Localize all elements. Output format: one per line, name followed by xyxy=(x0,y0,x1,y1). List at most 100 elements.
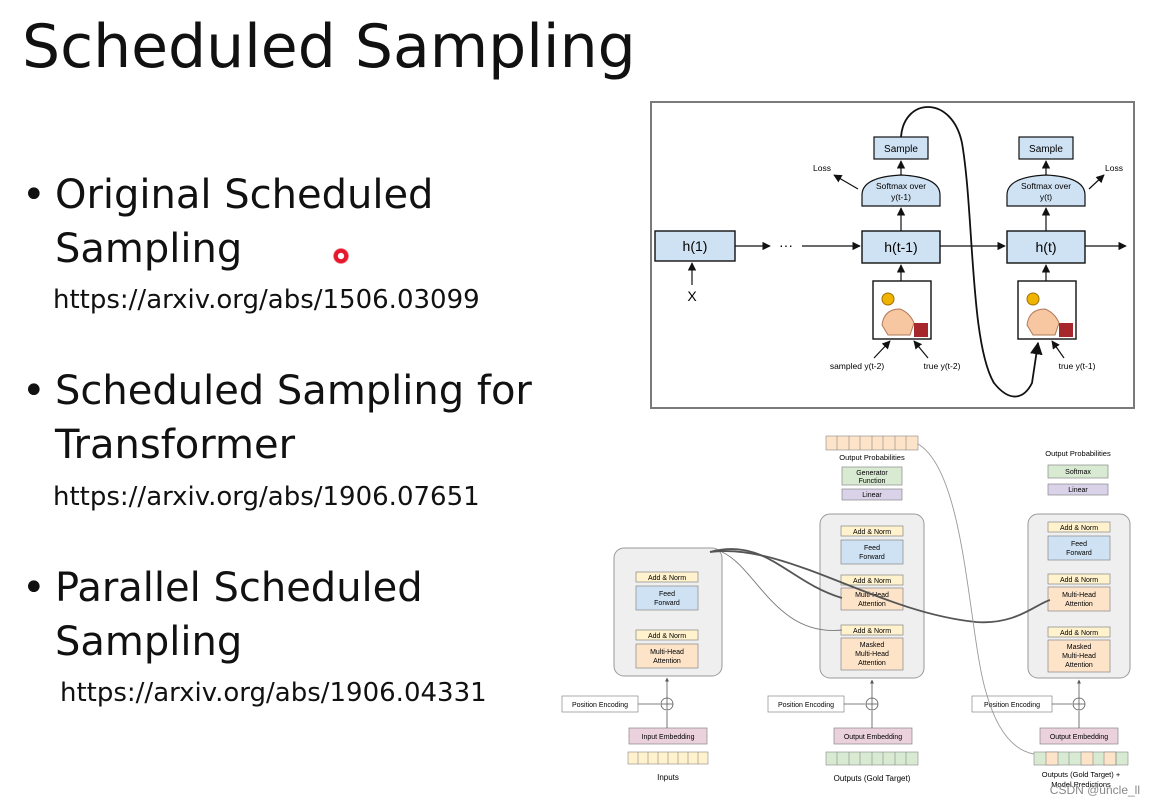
dec1-add-norm-2 xyxy=(840,574,904,586)
coin-icon-right xyxy=(1026,292,1040,306)
softmax-left-line2: y(t-1) xyxy=(891,192,911,202)
dec2-multi-head-attention xyxy=(1047,586,1111,612)
dec2-masked-mha xyxy=(1047,639,1111,673)
x-input-label: X xyxy=(687,288,697,304)
transformer-diagram-svg: Add & Norm Feed Forward Add & Norm Multi… xyxy=(561,435,1131,789)
dec2-softmax xyxy=(1047,464,1109,479)
true-y-t-2-label: true y(t-2) xyxy=(924,361,961,371)
softmax-dome-left xyxy=(861,174,941,207)
dec2-add-norm-1-label: Add & Norm xyxy=(1060,525,1098,532)
dec1-add-norm-3-label: Add & Norm xyxy=(853,628,891,635)
softmax-dome-right xyxy=(1006,174,1086,207)
enc-input-emb-label: Input Embedding xyxy=(642,734,695,741)
transformer-scheduled-sampling-figure: Add & Norm Feed Forward Add & Norm Multi… xyxy=(556,432,1146,792)
enc-add-norm-top-label: Add & Norm xyxy=(648,575,686,582)
h1-label: h(1) xyxy=(683,238,708,254)
dec1-pos-enc-label: Position Encoding xyxy=(778,702,834,709)
dec1-generator-function xyxy=(841,466,903,486)
bullet-original-scheduled-sampling: • Original Scheduled Sampling xyxy=(22,168,433,276)
rnn-diagram-svg: Sample Sample Softmax over y(t-1) Softma… xyxy=(654,106,1127,398)
dec1-output-token-strip xyxy=(825,435,919,451)
loss-label-left: Loss xyxy=(813,163,831,173)
arrow-true-right xyxy=(1051,340,1065,359)
arrow-sampled-left xyxy=(873,340,891,359)
enc-inputs-label: Inputs xyxy=(657,773,679,782)
dec2-add-norm-1 xyxy=(1047,521,1111,533)
enc-feed-label-2: Forward xyxy=(654,600,680,607)
bullet-parallel-scheduled-sampling: • Parallel Scheduled Sampling xyxy=(22,561,423,669)
dec1-gold-target-strip xyxy=(825,751,919,766)
sample-label-left: Sample xyxy=(884,144,918,155)
rnn-scheduled-sampling-figure: Sample Sample Softmax over y(t-1) Softma… xyxy=(650,101,1135,409)
dec1-multi-head-attention xyxy=(840,587,904,611)
hidden-state-ht xyxy=(1006,230,1086,264)
sleeve-icon-right xyxy=(1059,323,1073,337)
dec2-mha-label-2: Attention xyxy=(1065,601,1093,608)
dec2-add-norm-3-label: Add & Norm xyxy=(1060,630,1098,637)
bullet-marker: • xyxy=(22,565,46,611)
enc-input-token-strip xyxy=(627,751,709,765)
dec2-feed-label-1: Feed xyxy=(1071,541,1087,548)
softmax-left-line1: Softmax over xyxy=(876,181,926,191)
enc-mha-label-2: Attention xyxy=(653,658,681,665)
dec2-pos-enc-label: Position Encoding xyxy=(984,702,1040,709)
hidden-state-h1 xyxy=(654,230,736,262)
arrow-true-left xyxy=(913,340,929,359)
enc-add-norm-top xyxy=(635,571,699,583)
enc-to-dec1-attention-curve xyxy=(709,548,843,599)
enc-input-embedding xyxy=(628,727,708,745)
sample-feedback-curve xyxy=(900,106,1043,398)
bullet-marker: • xyxy=(22,172,46,218)
dec2-masked-label-1: Masked xyxy=(1067,644,1092,651)
dec1-masked-mha xyxy=(840,637,904,671)
dec1-mha-label-1: Multi-Head xyxy=(855,592,889,599)
dec1-outputs-label: Outputs (Gold Target) xyxy=(834,774,911,783)
bullet-marker: • xyxy=(22,368,46,414)
bullet-line: Sampling xyxy=(55,226,243,272)
softmax-right-line1: Softmax over xyxy=(1021,181,1071,191)
dec1-masked-label-2: Multi-Head xyxy=(855,651,889,658)
hand-icon-left xyxy=(881,308,915,336)
enc-to-dec1-thin-curve xyxy=(721,551,843,631)
dec2-masked-label-2: Multi-Head xyxy=(1062,653,1096,660)
bullet-line: Sampling xyxy=(55,619,243,665)
paper-link-1506-03099[interactable]: https://arxiv.org/abs/1506.03099 xyxy=(53,285,480,315)
paper-link-1906-04331[interactable]: https://arxiv.org/abs/1906.04331 xyxy=(60,678,487,708)
dec1-feed-forward xyxy=(840,539,904,565)
csdn-watermark: CSDN @uncle_ll xyxy=(1049,783,1140,797)
sleeve-icon-left xyxy=(914,323,928,337)
enc-feed-forward xyxy=(635,585,699,611)
bullet-line: Original Scheduled xyxy=(55,172,434,218)
dec2-output-probs-label: Output Probabilities xyxy=(1045,449,1111,458)
sampled-y-t-2-label: sampled y(t-2) xyxy=(830,361,884,371)
enc-mha-label-1: Multi-Head xyxy=(650,649,684,656)
paper-link-1906-07651[interactable]: https://arxiv.org/abs/1906.07651 xyxy=(53,482,480,512)
dec1-output-embedding xyxy=(833,727,913,745)
enc-feed-label-1: Feed xyxy=(659,591,675,598)
dec1-mha-label-2: Attention xyxy=(858,601,886,608)
softmax-right-line2: y(t) xyxy=(1040,192,1052,202)
loss-arrow-left xyxy=(833,174,859,190)
dec2-linear-label: Linear xyxy=(1068,487,1088,494)
loss-arrow-right xyxy=(1088,174,1105,190)
dec1-output-emb-label: Output Embedding xyxy=(844,734,902,741)
dec2-add-norm-3 xyxy=(1047,626,1111,638)
dec1-output-probs-label: Output Probabilities xyxy=(839,453,905,462)
dec1-predictions-feedback-curve xyxy=(917,443,1035,755)
enc-add-norm-bottom xyxy=(635,629,699,641)
dec2-output-emb-label: Output Embedding xyxy=(1050,734,1108,741)
dec2-add-norm-2 xyxy=(1047,573,1111,585)
enc-multi-head-attention xyxy=(635,643,699,669)
dec1-feed-label-1: Feed xyxy=(864,545,880,552)
dec1-add-norm-1 xyxy=(840,525,904,537)
dec1-gen-label-1: Generator xyxy=(856,470,888,477)
dec1-gen-label-2: Function xyxy=(859,478,886,485)
bullet-line: Scheduled Sampling for xyxy=(55,368,532,414)
dec2-add-norm-2-label: Add & Norm xyxy=(1060,577,1098,584)
sample-label-right: Sample xyxy=(1029,144,1063,155)
enc-add-norm-bottom-label: Add & Norm xyxy=(648,633,686,640)
dec2-masked-label-3: Attention xyxy=(1065,662,1093,669)
hand-icon-right xyxy=(1026,308,1060,336)
dec1-add-norm-1-label: Add & Norm xyxy=(853,529,891,536)
bullet-line: Parallel Scheduled xyxy=(55,565,423,611)
